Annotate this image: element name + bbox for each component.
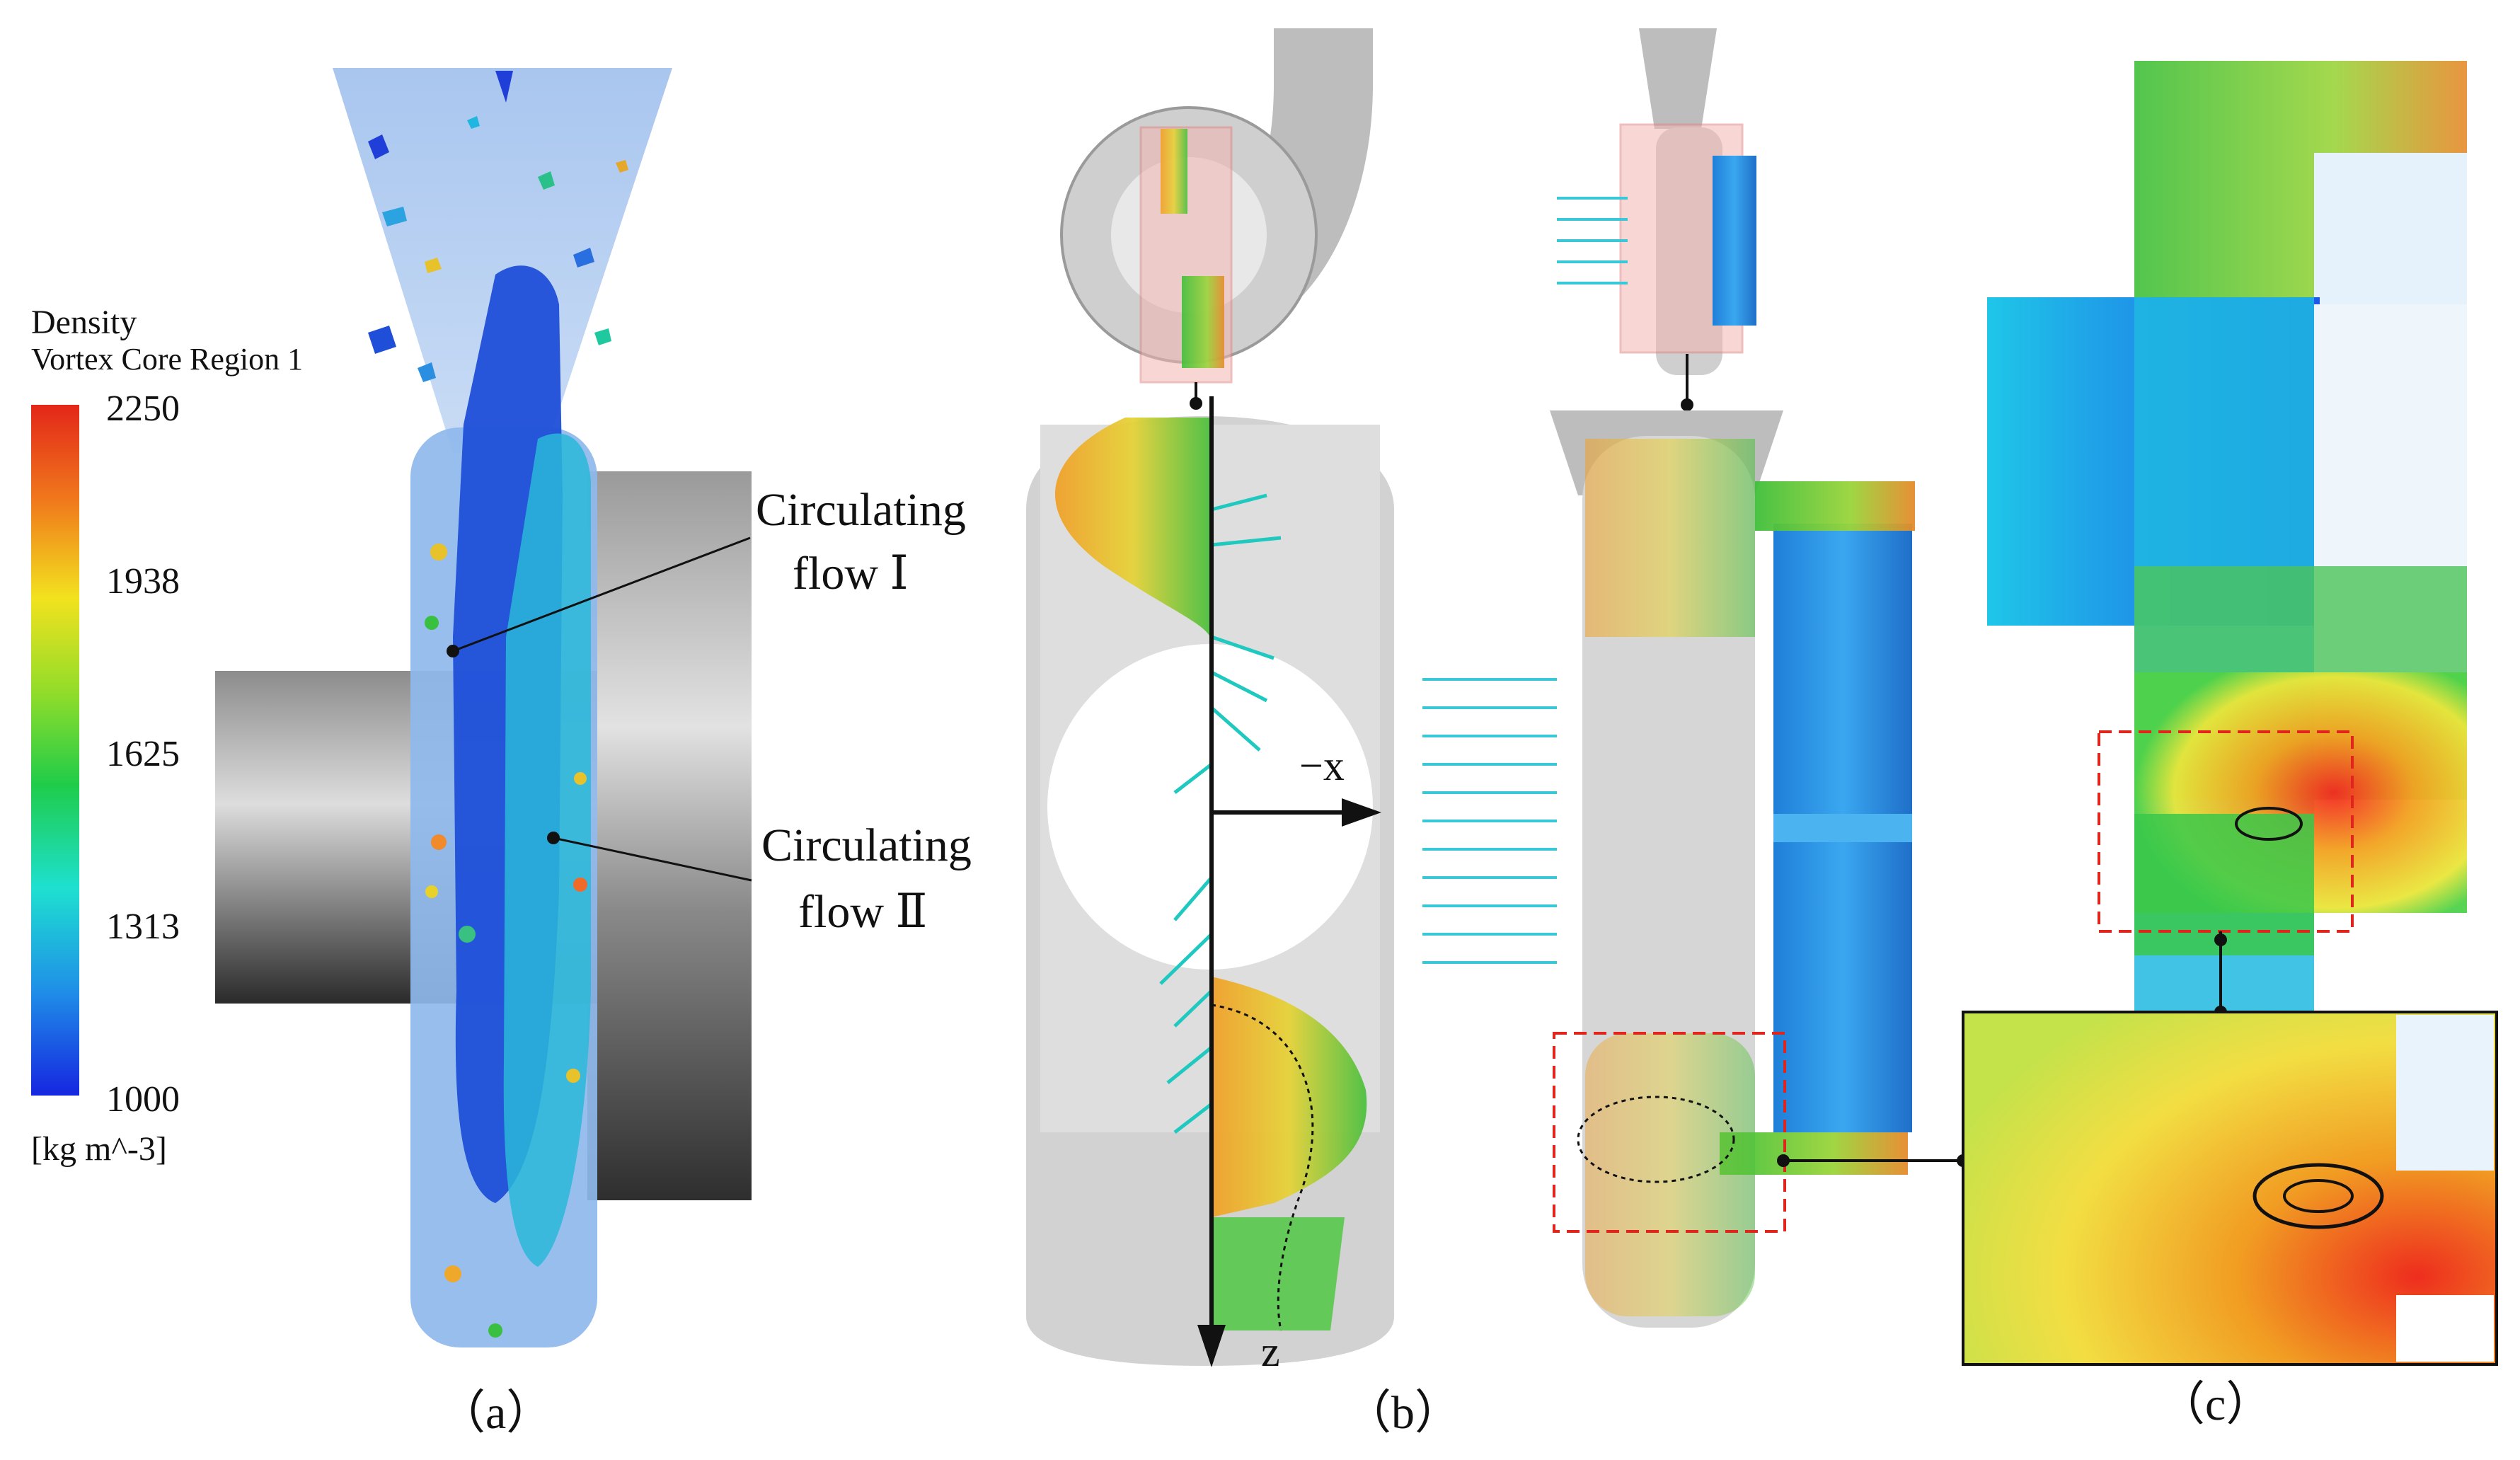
connector-dot-c1 [2214, 933, 2227, 946]
cone-body [333, 68, 672, 453]
legend-subtitle: Vortex Core Region 1 [31, 342, 304, 377]
vortex-core-2 [503, 433, 591, 1267]
small-inlet-vectors [1557, 197, 1628, 284]
vector-band-bottom [1212, 1217, 1345, 1330]
legend-title: Density [31, 304, 137, 341]
panel-b-right [1422, 28, 1969, 1328]
connector-dot-b2 [1681, 398, 1693, 411]
panel-a [31, 68, 752, 1347]
callout-flow-1-line2: flow Ⅰ [793, 548, 909, 599]
x-axis-label: −x [1299, 742, 1345, 789]
legend-tick-4: 1313 [106, 907, 180, 947]
vector-band-upper [1054, 418, 1210, 637]
cyan-vectors [1159, 493, 1282, 1134]
panel-label-a: （a） [439, 1387, 553, 1439]
zoom-inset-blue [2396, 1015, 2494, 1171]
callout-line-2 [553, 837, 752, 882]
upper-particles [1585, 439, 1755, 637]
dashed-box-c [2098, 730, 2354, 933]
colorbar [31, 405, 79, 1096]
z-axis-label: z [1261, 1328, 1280, 1375]
legend-tick-2: 1938 [106, 561, 180, 602]
c-upper-stream-white [2314, 153, 2467, 304]
callout-dot-2 [547, 832, 560, 844]
zoom-inset-bottom [2396, 1295, 2494, 1362]
slice-warm-top [1161, 129, 1187, 214]
callout-flow-2-line2: flow Ⅱ [798, 886, 928, 938]
callout-flow-2-line1: Circulating [761, 820, 972, 871]
callout-line-1 [452, 536, 751, 653]
legend-unit: [kg m^-3] [31, 1130, 167, 1168]
dashed-box-b [1553, 1032, 1786, 1233]
legend-tick-min: 1000 [106, 1079, 180, 1120]
x-axis-arrow [1342, 798, 1381, 827]
lower-particles [1585, 1033, 1755, 1316]
c-bottom-column [2134, 814, 2314, 955]
callout-flow-1-line1: Circulating [756, 484, 966, 536]
callout-dot-1 [447, 645, 459, 657]
panel-label-b: （b） [1345, 1387, 1461, 1439]
small-impeller [1713, 156, 1756, 326]
panel-b-left [1026, 28, 1394, 1367]
slice-warm-bottom [1182, 276, 1224, 368]
zoom-vortex-loop [2253, 1163, 2384, 1229]
z-axis-arrow [1197, 1325, 1226, 1367]
connector-dot-bc1 [1777, 1154, 1790, 1167]
vortex-loop-c [2235, 807, 2303, 841]
legend-tick-3: 1625 [106, 734, 180, 774]
zoom-vortex-loop-inner [2283, 1179, 2354, 1213]
density-specks [425, 544, 587, 1338]
impeller-top-vectors [1755, 481, 1915, 531]
vortex-speckles [368, 71, 628, 382]
panel-c [1962, 61, 2498, 1366]
small-cone [1639, 28, 1717, 129]
legend-tick-max: 2250 [106, 389, 180, 429]
outer-cylinder [587, 471, 752, 1200]
connector-dot-b1 [1190, 397, 1202, 410]
panel-label-c: （c） [2158, 1379, 2273, 1430]
inlet-vectors [1422, 678, 1557, 964]
vector-band-lower [1212, 977, 1367, 1217]
recirculation-loop-b [1577, 1096, 1735, 1183]
impeller-gap [1773, 814, 1912, 842]
